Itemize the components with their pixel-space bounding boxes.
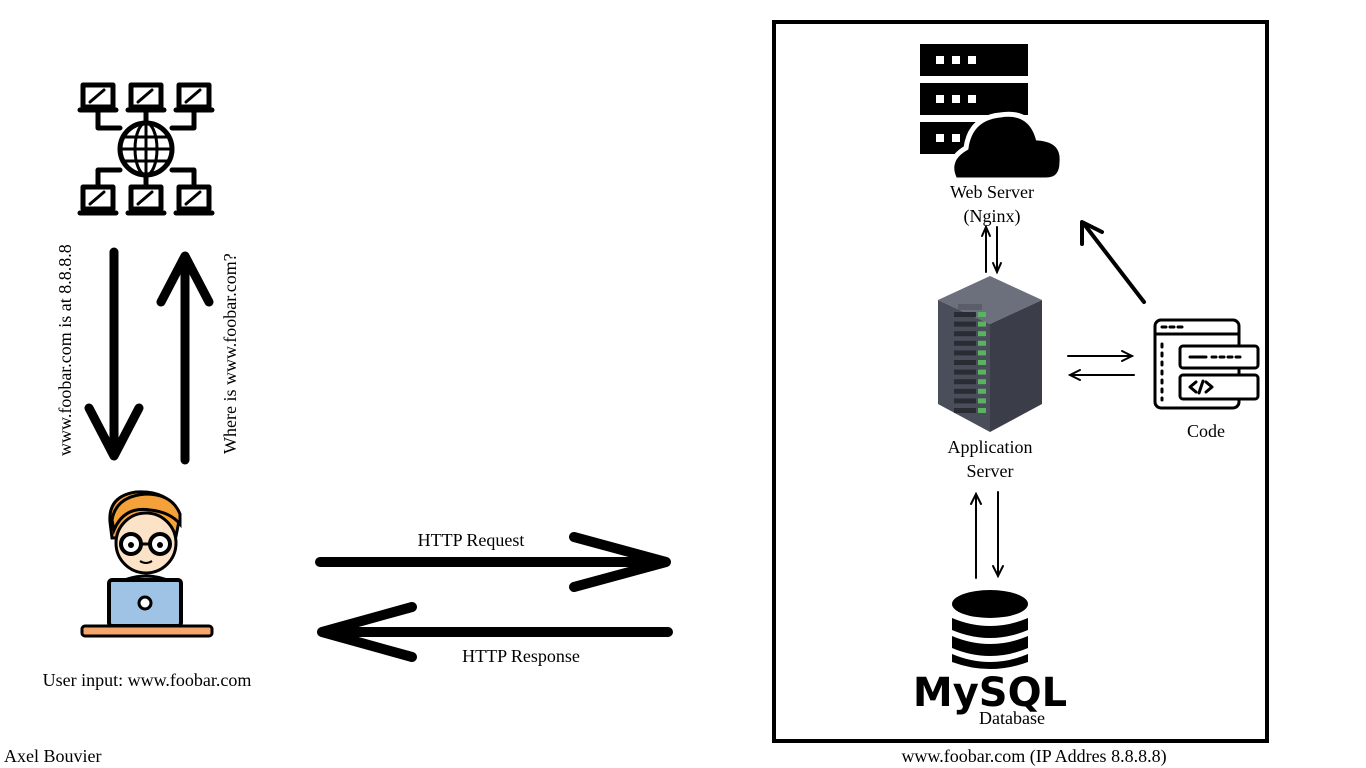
code-window-icon xyxy=(1153,318,1260,410)
database-label: Database xyxy=(979,708,1045,728)
user-input-label: User input: www.foobar.com xyxy=(43,670,252,690)
http-response-arrow xyxy=(317,602,673,662)
application-server-icon xyxy=(938,276,1042,432)
dns-query-label: Where is www.foobar.com? xyxy=(220,253,240,454)
server-box-caption: www.foobar.com (IP Addres 8.8.8.8) xyxy=(901,746,1166,767)
app-db-arrows xyxy=(970,491,1004,579)
web-app-arrows xyxy=(981,224,1002,275)
http-response-label: HTTP Response xyxy=(462,646,580,666)
web-server-cloud-icon xyxy=(920,44,1065,183)
internet-network-icon xyxy=(77,82,215,216)
http-request-label: HTTP Request xyxy=(418,530,525,550)
web-server-label-line2: (Nginx) xyxy=(964,206,1021,227)
web-server-label-line1: Web Server xyxy=(950,182,1034,202)
code-label: Code xyxy=(1187,421,1225,441)
http-request-arrow xyxy=(315,532,671,592)
app-server-label-line1: Application xyxy=(948,437,1033,457)
user-at-laptop-icon xyxy=(80,490,214,638)
dns-response-label: www.foobar.com is at 8.8.8.8 xyxy=(55,244,75,456)
dns-query-arrow xyxy=(156,251,214,465)
dns-response-arrow xyxy=(84,247,144,461)
app-server-label-line2: Server xyxy=(967,461,1014,481)
database-icon xyxy=(952,590,1028,669)
author-label: Axel Bouvier xyxy=(4,746,101,766)
app-code-arrows xyxy=(1067,350,1135,381)
code-to-web-arrow xyxy=(1080,220,1146,304)
mysql-logo: MySQL xyxy=(913,670,1067,716)
